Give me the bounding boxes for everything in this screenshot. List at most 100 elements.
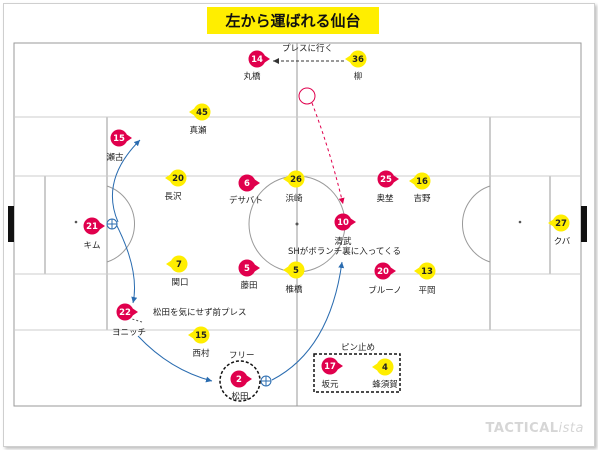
player-marker: 10 清武 [334, 213, 356, 247]
player-number: 14 [251, 55, 263, 65]
player-direction-icon [345, 55, 351, 63]
player-dot [321, 357, 339, 375]
ball-icon [106, 218, 118, 230]
center-spot [295, 222, 299, 226]
player-name: 坂元 [321, 379, 339, 390]
player-direction-icon [414, 267, 420, 275]
player-name: 浜崎 [285, 193, 303, 204]
left-goal-area [13, 175, 46, 275]
player-direction-icon [264, 55, 270, 63]
player-direction-icon [166, 260, 172, 268]
player-number: 17 [324, 362, 336, 372]
player-number: 6 [244, 179, 250, 189]
annotation-free: フリー [229, 351, 255, 361]
player-marker: 17 坂元 [321, 357, 343, 390]
player-name: 清武 [334, 236, 352, 247]
player-name: 蜂須賀 [372, 379, 398, 390]
left-goal [8, 206, 14, 242]
player-name: 松田 [231, 391, 248, 402]
player-dot [230, 370, 248, 388]
player-dot [287, 261, 305, 279]
player-direction-icon [188, 331, 194, 339]
player-number: 27 [555, 219, 567, 229]
player-number: 10 [337, 218, 349, 228]
right-penalty-arc [461, 185, 491, 263]
movement-arrows [111, 58, 345, 383]
player-direction-icon [254, 179, 260, 187]
player-name: 吉野 [413, 194, 431, 204]
player-marker: 36 柳 [345, 50, 367, 82]
player-direction-icon [283, 175, 289, 183]
player-name: 平岡 [418, 286, 435, 296]
player-number: 20 [172, 174, 184, 184]
player-marker: 5 藤田 [238, 259, 260, 291]
player-dot [169, 169, 187, 187]
player-direction-icon [337, 362, 343, 370]
player-name: ヨニッチ [112, 328, 146, 338]
player-direction-icon [246, 375, 252, 383]
player-dot [83, 217, 101, 235]
player-direction-icon [393, 175, 399, 183]
player-number: 4 [382, 363, 388, 373]
player-direction-icon [350, 218, 356, 226]
player-dot [413, 172, 431, 190]
pass-arrow-yonic [114, 221, 138, 304]
player-dot [192, 326, 210, 344]
player-number: 26 [290, 175, 302, 185]
player-number: 22 [119, 308, 131, 318]
annotation-press: プレスに行く [282, 43, 333, 54]
annotation-pin: ピン止め [341, 342, 375, 353]
player-number: 36 [352, 55, 364, 65]
player-dot [377, 170, 395, 188]
player-marker: 7関口 [166, 255, 189, 288]
player-name: 椎橋 [285, 284, 303, 295]
left-penalty-arc [106, 185, 136, 263]
watermark-main: TACTICAL [485, 421, 559, 436]
player-name: 瀬古 [106, 152, 124, 163]
player-marker: 2松田 [230, 370, 252, 402]
run-arrow-kiyotake [311, 102, 345, 205]
player-name: ブルーノ [368, 285, 402, 296]
right-goal [581, 206, 587, 242]
player-name: 藤田 [240, 280, 257, 291]
player-direction-icon [132, 308, 138, 316]
ball-icon [260, 375, 272, 387]
player-direction-icon [165, 174, 171, 182]
player-number: 15 [113, 134, 125, 144]
player-direction-icon [548, 219, 554, 227]
player-number: 16 [416, 177, 428, 187]
watermark: TACTICALista [485, 421, 584, 436]
watermark-sub: ista [558, 421, 584, 436]
player-dot [193, 103, 211, 121]
player-dot [349, 50, 367, 68]
player-marker: 22 ヨニッチ [112, 303, 146, 338]
player-number: 25 [380, 175, 392, 185]
player-number: 7 [176, 260, 182, 270]
player-dot [238, 174, 256, 192]
player-dot [334, 213, 352, 231]
player-dot [238, 259, 256, 277]
pass-arrow-matsuda [137, 335, 213, 383]
player-direction-icon [409, 177, 415, 185]
player-number: 15 [195, 331, 207, 341]
player-marker: 20 長沢 [164, 169, 187, 202]
player-marker: 26 浜崎 [283, 170, 305, 204]
player-direction-icon [99, 222, 105, 230]
player-name: 長沢 [164, 191, 182, 202]
player-number: 5 [244, 264, 250, 274]
player-name: 柳 [354, 71, 363, 82]
right-penalty-spot [518, 220, 522, 224]
player-name: デサバト [229, 195, 263, 206]
player-direction-icon [390, 267, 396, 275]
annotation-matsuda-press: 松田を気にせず前プレス [153, 307, 247, 318]
left-penalty-spot [74, 220, 78, 224]
